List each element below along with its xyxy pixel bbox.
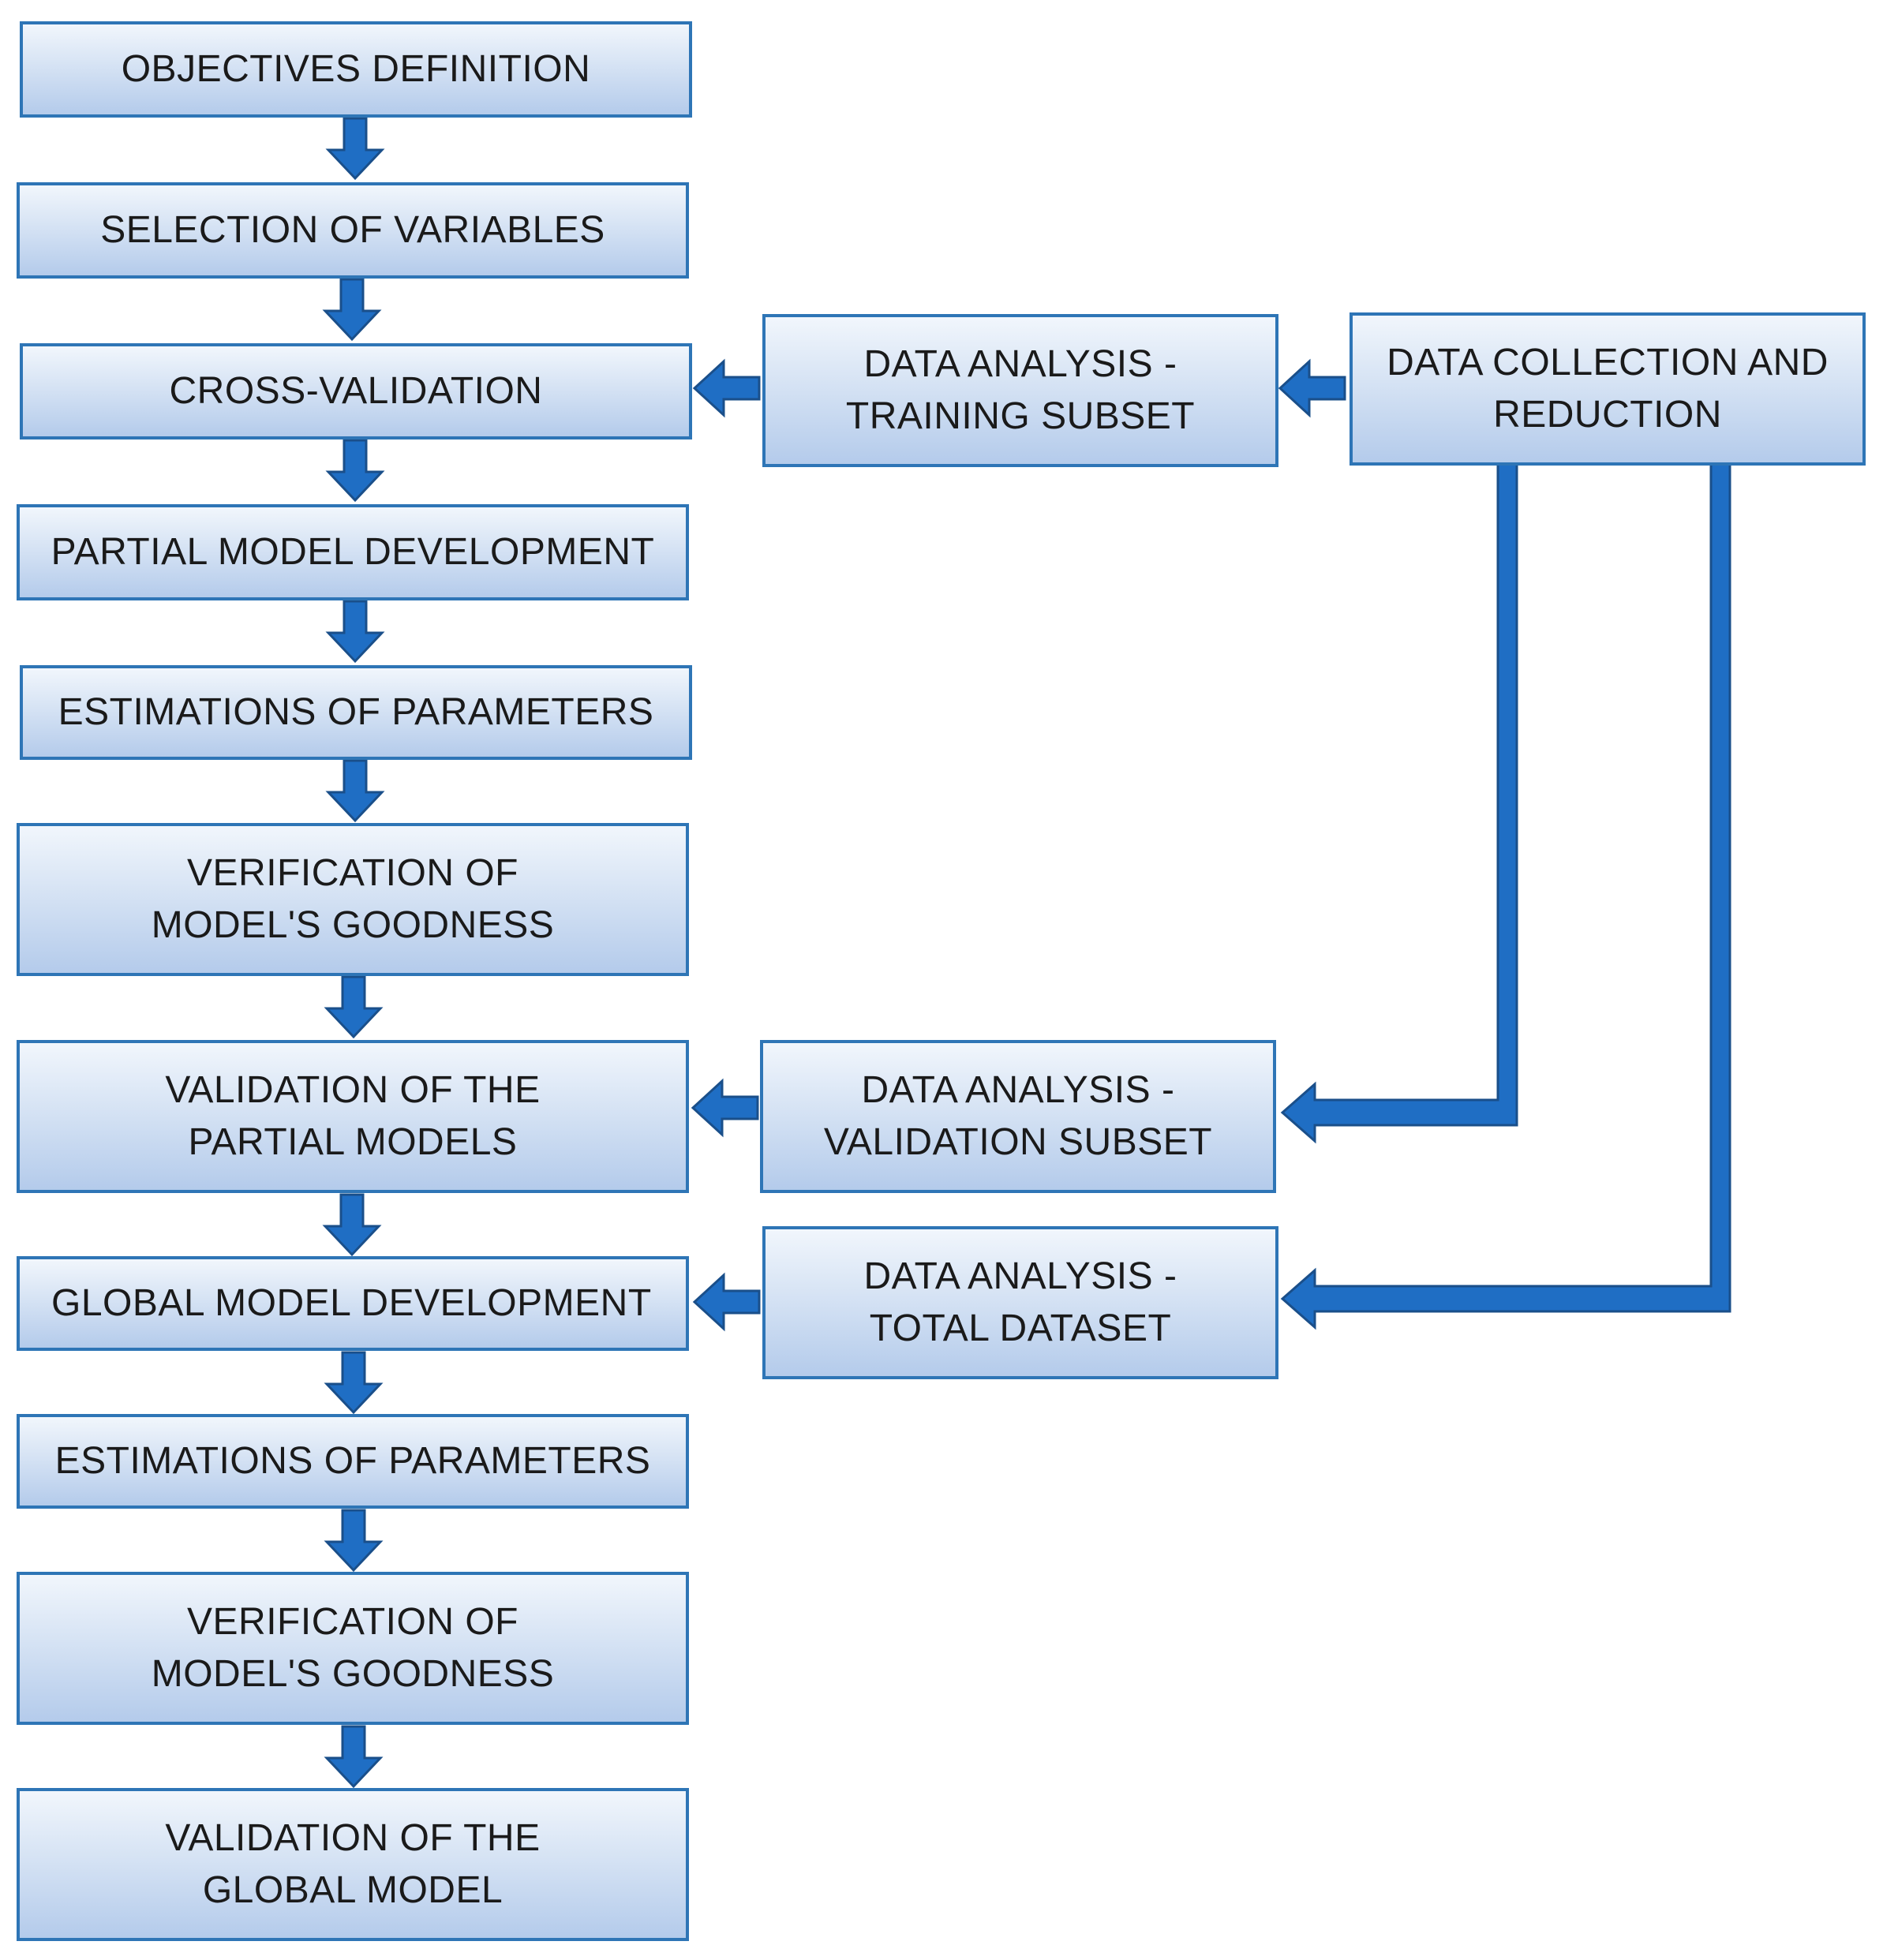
data-collection-box: DATA COLLECTION AND REDUCTION <box>1350 312 1866 466</box>
partial-model-development-box: PARTIAL MODEL DEVELOPMENT <box>17 504 689 600</box>
global-model-development-label: GLOBAL MODEL DEVELOPMENT <box>51 1282 652 1324</box>
validation-of-global-model-label: VALIDATION OF THE GLOBAL MODEL <box>165 1817 541 1911</box>
arrow-selection-to-crossvalidation <box>322 278 382 342</box>
verification-of-goodness-label: VERIFICATION OF MODEL'S GOODNESS <box>151 852 555 946</box>
selection-of-variables-box: SELECTION OF VARIABLES <box>17 182 689 279</box>
cross-validation-label: CROSS-VALIDATION <box>169 370 543 412</box>
verification-of-goodness-2-box: VERIFICATION OF MODEL'S GOODNESS <box>17 1572 689 1725</box>
objectives-definition-box: OBJECTIVES DEFINITION <box>20 21 692 118</box>
arrow-verification2-to-validation-global <box>324 1725 384 1789</box>
connector-collection-to-total-dataset <box>1280 462 1731 1330</box>
estimations-of-parameters-2-label: ESTIMATIONS OF PARAMETERS <box>54 1440 651 1482</box>
validation-of-partial-models-box: VALIDATION OF THE PARTIAL MODELS <box>17 1040 689 1193</box>
data-analysis-validation-box: DATA ANALYSIS - VALIDATION SUBSET <box>760 1040 1276 1193</box>
partial-model-development-label: PARTIAL MODEL DEVELOPMENT <box>51 531 655 573</box>
validation-of-partial-models-label: VALIDATION OF THE PARTIAL MODELS <box>165 1069 541 1163</box>
validation-of-global-model-box: VALIDATION OF THE GLOBAL MODEL <box>17 1788 689 1941</box>
arrow-collection-to-training <box>1278 358 1346 418</box>
data-analysis-total-box: DATA ANALYSIS - TOTAL DATASET <box>762 1226 1278 1379</box>
arrow-estimations2-to-verification2 <box>324 1509 384 1573</box>
cross-validation-box: CROSS-VALIDATION <box>20 343 692 440</box>
arrow-global-to-estimations2 <box>324 1351 384 1415</box>
arrow-total-to-global <box>692 1272 761 1332</box>
arrow-objectives-to-selection <box>325 117 385 181</box>
arrow-crossvalidation-to-partial <box>325 439 385 503</box>
selection-of-variables-label: SELECTION OF VARIABLES <box>100 209 605 251</box>
arrow-partial-to-estimations <box>325 600 385 664</box>
estimations-of-parameters-box: ESTIMATIONS OF PARAMETERS <box>20 665 692 760</box>
estimations-of-parameters-2-box: ESTIMATIONS OF PARAMETERS <box>17 1414 689 1509</box>
data-analysis-training-box: DATA ANALYSIS - TRAINING SUBSET <box>762 314 1278 467</box>
arrow-training-to-crossvalidation <box>692 358 761 418</box>
estimations-of-parameters-label: ESTIMATIONS OF PARAMETERS <box>58 691 654 733</box>
data-analysis-validation-label: DATA ANALYSIS - VALIDATION SUBSET <box>823 1069 1213 1163</box>
arrow-verification-to-validation-partial <box>324 975 384 1039</box>
data-analysis-training-label: DATA ANALYSIS - TRAINING SUBSET <box>845 343 1196 437</box>
arrow-validation-partial-to-global <box>322 1193 382 1257</box>
data-analysis-total-label: DATA ANALYSIS - TOTAL DATASET <box>863 1255 1177 1349</box>
arrow-validation-subset-to-partial <box>691 1078 759 1138</box>
connector-collection-to-validation-subset <box>1280 462 1518 1144</box>
arrow-estimations-to-verification <box>325 759 385 823</box>
verification-of-goodness-2-label: VERIFICATION OF MODEL'S GOODNESS <box>151 1601 555 1695</box>
objectives-definition-label: OBJECTIVES DEFINITION <box>121 48 591 90</box>
verification-of-goodness-box: VERIFICATION OF MODEL'S GOODNESS <box>17 823 689 976</box>
global-model-development-box: GLOBAL MODEL DEVELOPMENT <box>17 1256 689 1351</box>
data-collection-label: DATA COLLECTION AND REDUCTION <box>1387 342 1829 436</box>
